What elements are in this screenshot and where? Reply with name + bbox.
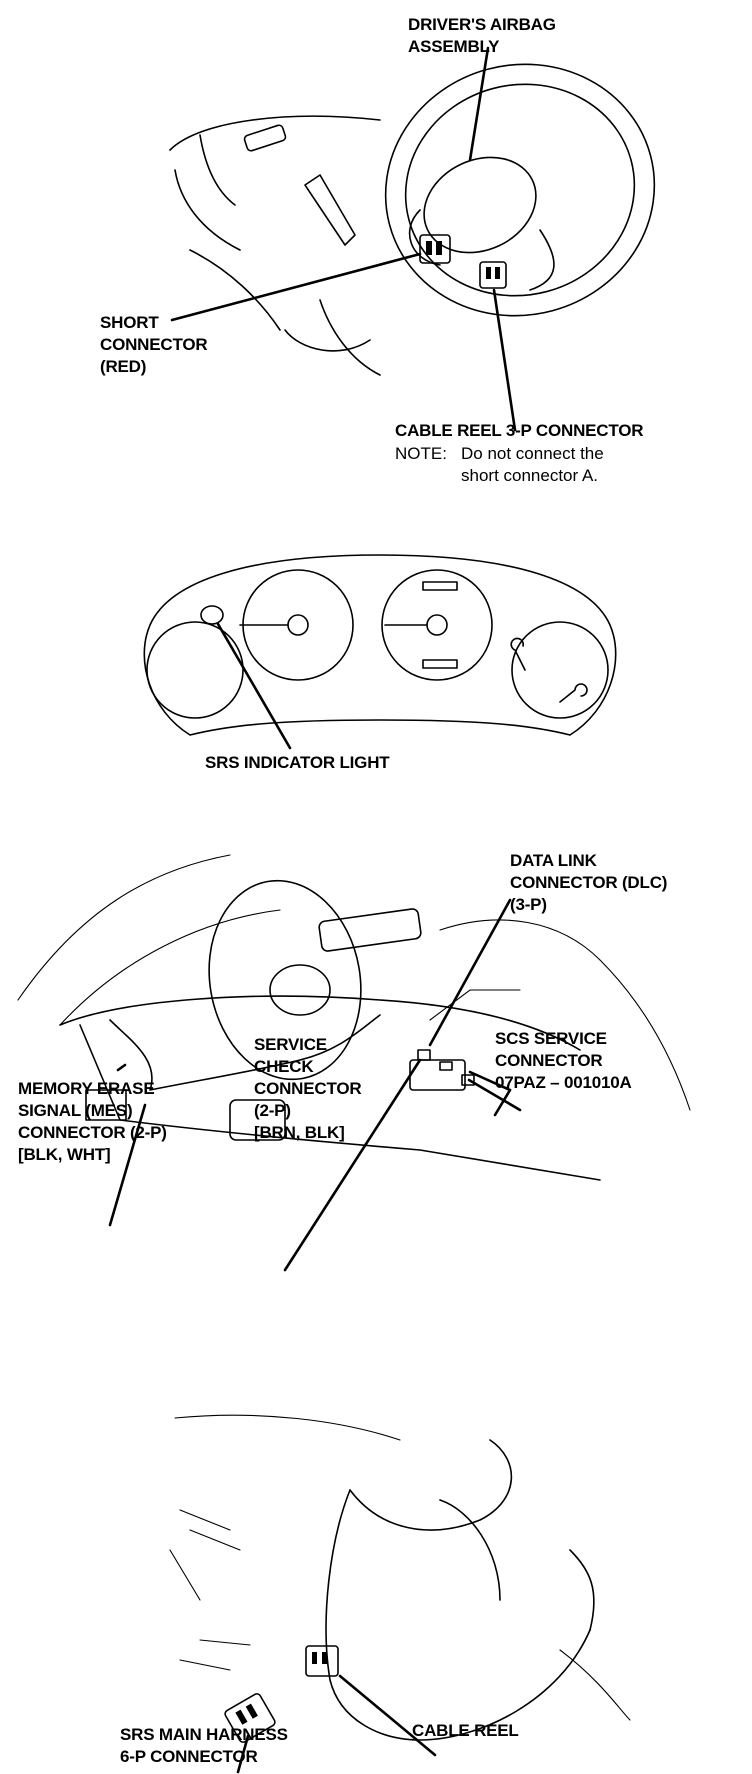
right-gauge xyxy=(511,621,609,719)
column-cover xyxy=(325,1489,591,1741)
harness-connector-shape xyxy=(224,1693,276,1743)
mes-connector-label: MEMORY ERASE SIGNAL (MES) CONNECTOR (2-P… xyxy=(18,1079,167,1164)
speedometer xyxy=(381,569,493,681)
cable-reel-shape xyxy=(305,1645,339,1677)
wheel-rim-inner xyxy=(404,83,636,297)
airbag-hub xyxy=(423,156,537,254)
service-check-label: SERVICE CHECK CONNECTOR (2-P) [BRN, BLK] xyxy=(254,1035,362,1142)
column-cover-top xyxy=(349,1439,513,1531)
figure-steering-wheel: DRIVER'S AIRBAG ASSEMBLY SHORT CONNECTOR… xyxy=(0,0,752,485)
left-gauge xyxy=(146,621,244,719)
srs-indicator-lamp xyxy=(200,605,224,625)
stalk xyxy=(304,174,356,246)
note-line1: Do not connect the xyxy=(461,444,604,463)
cable-reel-label: CABLE REEL xyxy=(412,1721,519,1740)
note-line2: short connector A. xyxy=(461,466,599,485)
note-prefix: NOTE: xyxy=(395,444,447,463)
airbag-assembly-label: DRIVER'S AIRBAG ASSEMBLY xyxy=(408,15,556,56)
steering-wheel-drawing xyxy=(169,46,656,432)
wheel-rim-outer xyxy=(384,63,656,317)
dash-top xyxy=(59,995,581,1051)
cable-reel-connector-label: CABLE REEL 3-P CONNECTOR xyxy=(395,421,644,440)
harness xyxy=(109,1014,381,1091)
figure-instrument-cluster: SRS INDICATOR LIGHT xyxy=(0,540,752,780)
cable-reel-connector-shape xyxy=(479,261,507,289)
dash-line xyxy=(169,115,381,151)
dlc-label: DATA LINK CONNECTOR (DLC) (3-P) xyxy=(510,851,668,914)
dashboard-drawing xyxy=(17,854,691,1272)
srs-main-harness-label: SRS MAIN HARNESS 6-P CONNECTOR xyxy=(120,1725,288,1766)
short-connector-label: SHORT CONNECTOR (RED) xyxy=(100,313,208,376)
figure-dashboard: DATA LINK CONNECTOR (DLC) (3-P) SCS SERV… xyxy=(0,850,752,1350)
cluster-housing xyxy=(143,554,617,736)
note-text: NOTE: Do not connect the short connector … xyxy=(395,443,604,487)
dash-steering-wheel xyxy=(208,879,362,1081)
short-connector-shape xyxy=(419,234,451,264)
dlc-shape xyxy=(417,1049,431,1061)
cluster-drawing xyxy=(143,554,617,750)
figure-steering-column: CABLE REEL SRS MAIN HARNESS 6-P CONNECTO… xyxy=(0,1400,752,1774)
passenger-airbag xyxy=(318,908,422,952)
srs-indicator-label: SRS INDICATOR LIGHT xyxy=(205,753,390,772)
scs-shape xyxy=(439,1061,453,1071)
steering-column-drawing xyxy=(169,1414,631,1774)
scs-connector-label: SCS SERVICE CONNECTOR 07PAZ – 001010A xyxy=(495,1029,632,1092)
